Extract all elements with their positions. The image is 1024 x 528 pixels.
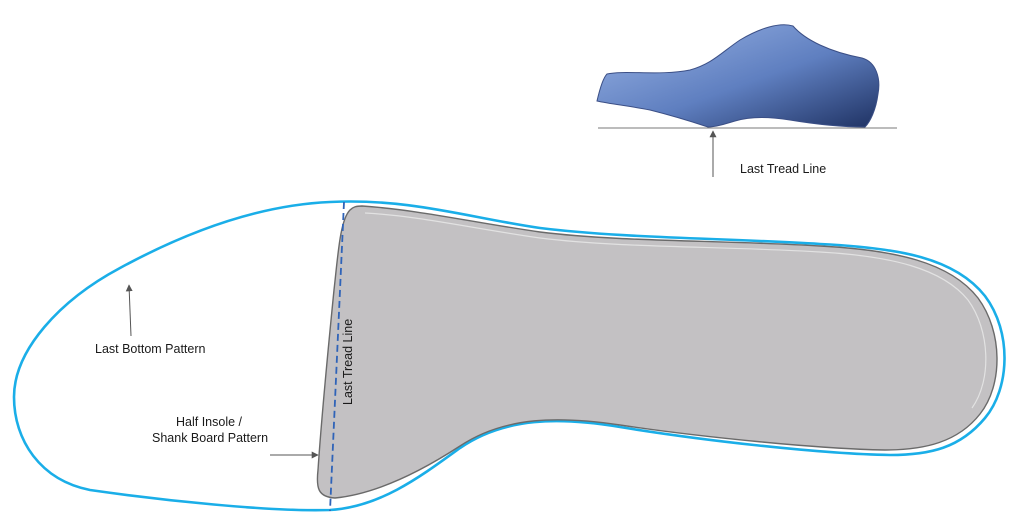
last-side-view: Last Tread Line: [596, 24, 897, 177]
last-bottom-outline: [12, 200, 1006, 512]
shoe-last-shape: [596, 24, 880, 128]
last-tread-line-label: Last Tread Line: [740, 162, 826, 176]
tread-line-dashed: [329, 201, 345, 512]
half-insole-shape: [316, 205, 998, 499]
vertical-tread-line-label: Last Tread Line: [341, 319, 355, 405]
last-bottom-arrow: [125, 284, 133, 337]
half-insole-label-line2: Shank Board Pattern: [152, 431, 268, 445]
last-bottom-pattern-label: Last Bottom Pattern: [95, 342, 206, 356]
half-insole-label-line1: Half Insole /: [176, 415, 243, 429]
insole-edge-highlight: [364, 212, 987, 409]
